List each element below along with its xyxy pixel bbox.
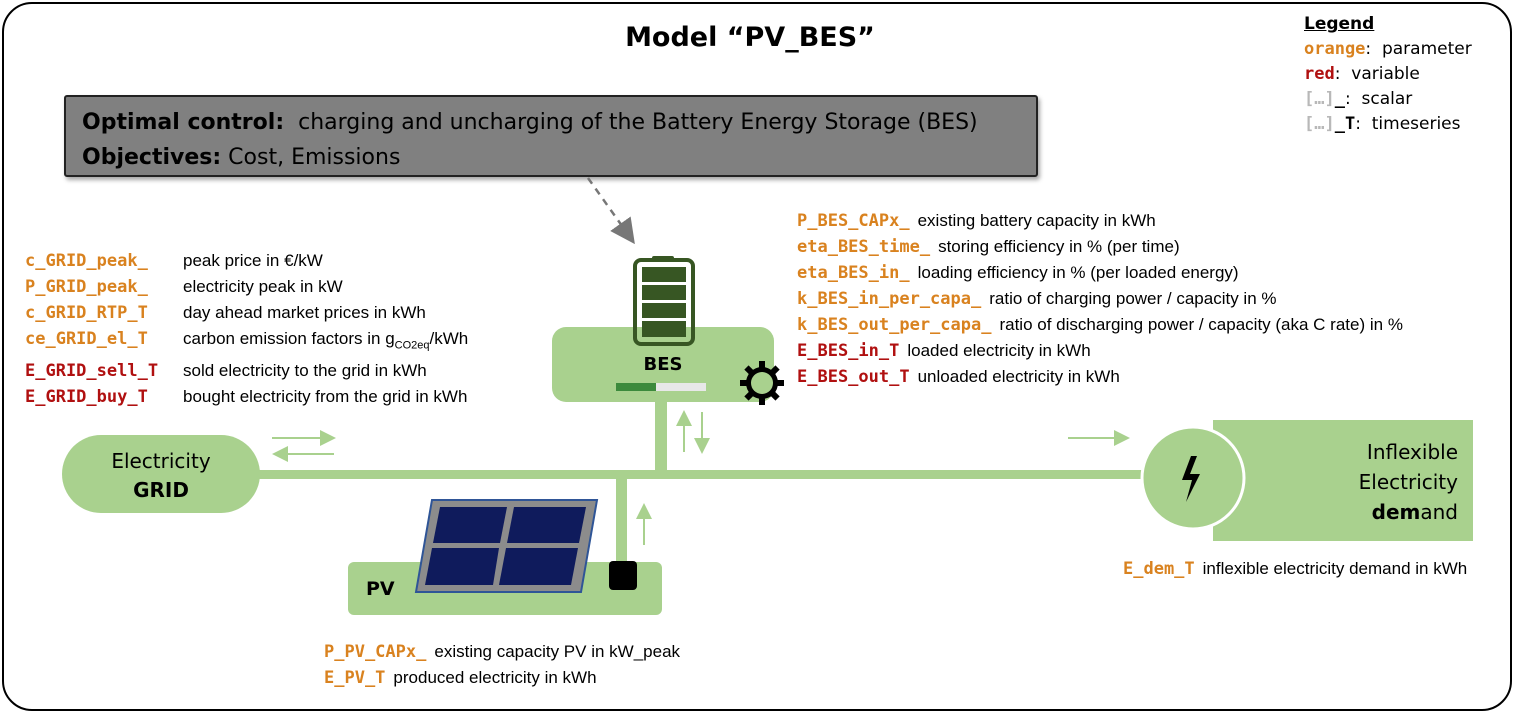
demand-label: Inflexible Electricity demand	[1358, 440, 1458, 524]
param-row: k_BES_out_per_capa_ratio of discharging …	[797, 315, 1403, 335]
param-row: P_PV_CAPx_existing capacity PV in kW_pea…	[324, 642, 681, 662]
pv-params: P_PV_CAPx_existing capacity PV in kW_pea…	[324, 639, 680, 691]
param-row: P_GRID_peak_electricity peak in kW	[25, 277, 343, 297]
pv-label: PV	[366, 578, 395, 600]
pv-connector	[616, 474, 627, 566]
grid-node	[62, 435, 260, 513]
objectives-label: Objectives:	[82, 145, 222, 170]
bes-progress-fill	[616, 383, 656, 391]
legend-heading: Legend	[1304, 14, 1375, 34]
param-row: P_BES_CAPx_existing battery capacity in …	[797, 211, 1156, 231]
demand-node	[1213, 420, 1473, 541]
bes-label: BES	[643, 354, 683, 375]
main-bus	[250, 470, 1145, 479]
legend-item-scalar: […]_: scalar	[1304, 89, 1413, 109]
bes-connector	[655, 398, 667, 472]
grid-params: c_GRID_peak_peak price in €/kW P_GRID_pe…	[25, 248, 468, 410]
inverter-icon	[609, 561, 637, 590]
bes-node	[552, 327, 774, 402]
solar-panel-icon	[414, 499, 599, 593]
legend-item-variable: red: variable	[1304, 64, 1420, 84]
param-row: c_GRID_peak_peak price in €/kW	[25, 251, 323, 271]
param-row: eta_BES_time_storing efficiency in % (pe…	[797, 237, 1180, 257]
bes-progress-track	[616, 383, 706, 391]
optimal-control-box: Optimal control: charging and uncharging…	[64, 95, 1038, 177]
param-row: eta_BES_in_loading efficiency in % (per …	[797, 263, 1239, 283]
bes-params: P_BES_CAPx_existing battery capacity in …	[797, 208, 1403, 390]
control-label: Optimal control:	[82, 110, 285, 135]
legend-item-parameter: orange: parameter	[1304, 39, 1472, 59]
param-row: k_BES_in_per_capa_ratio of charging powe…	[797, 289, 1277, 309]
control-arrow	[586, 177, 635, 245]
control-text: charging and uncharging of the Battery E…	[298, 110, 978, 135]
lightning-icon	[1182, 456, 1200, 502]
legend: Legend orange: parameter red: variable […	[1304, 12, 1472, 137]
battery-icon	[633, 256, 695, 346]
grid-label: Electricity GRID	[111, 449, 211, 502]
objectives-text: Cost, Emissions	[228, 145, 401, 170]
legend-item-timeseries: […]_T: timeseries	[1304, 114, 1461, 134]
diagram-title: Model “PV_BES”	[625, 22, 875, 53]
gear-icon	[740, 361, 784, 405]
